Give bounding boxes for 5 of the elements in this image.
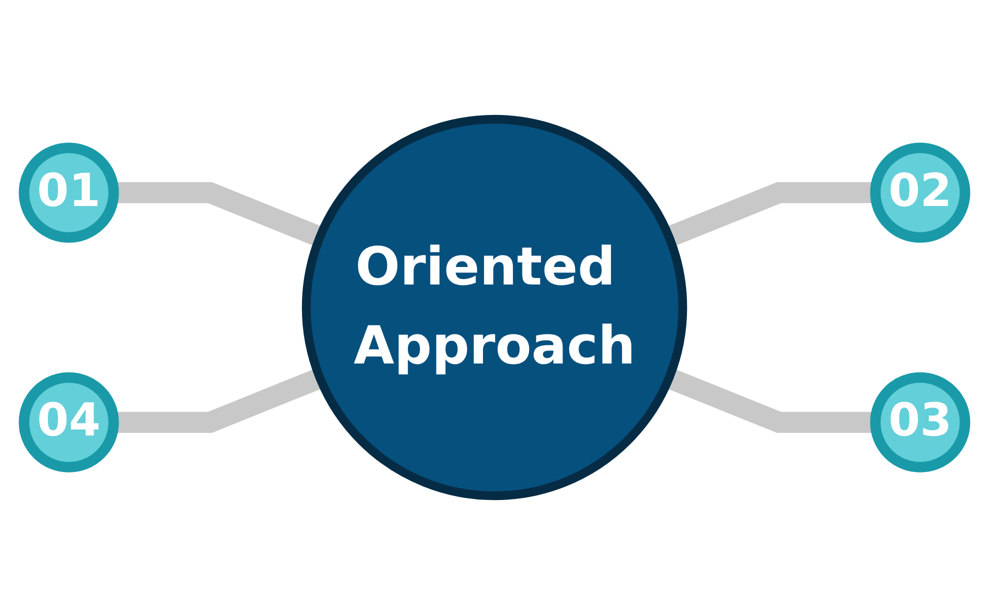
node-circle: Oriented Approach — [302, 114, 688, 500]
node-circle: 04 — [18, 372, 119, 472]
node-circle: 01 — [18, 142, 119, 243]
node-circle: 03 — [870, 372, 970, 472]
node-circle: 02 — [870, 142, 970, 243]
